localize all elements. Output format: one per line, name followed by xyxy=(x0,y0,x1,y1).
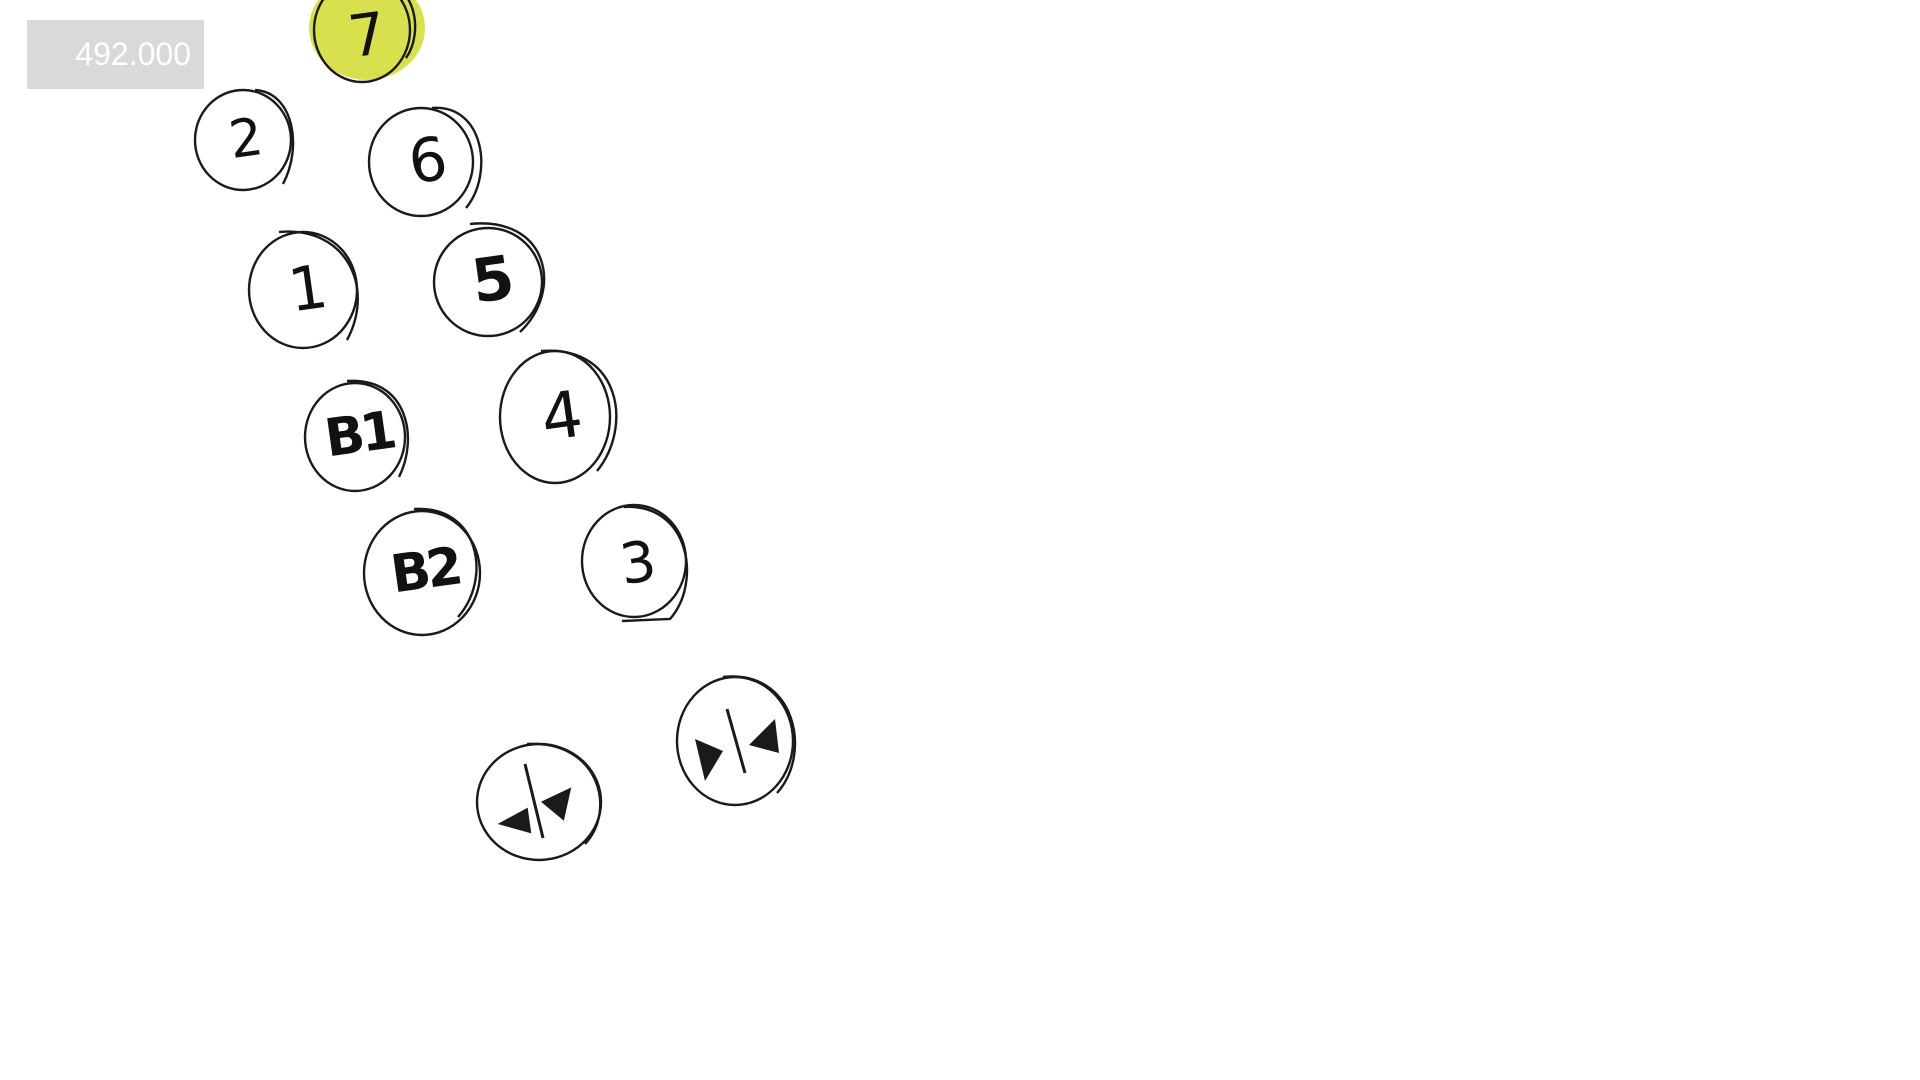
floor-3-label: 3 xyxy=(615,528,661,598)
floor-6-button[interactable]: 6 xyxy=(366,104,490,218)
floor-b1-button[interactable]: B1 xyxy=(303,377,415,493)
door-close-button[interactable] xyxy=(673,673,807,807)
floor-5-button[interactable]: 5 xyxy=(430,220,556,340)
floor-7-label: 7 xyxy=(344,0,391,72)
floor-4-button[interactable]: 4 xyxy=(497,347,627,487)
button-ring xyxy=(432,222,546,338)
button-ring xyxy=(362,507,482,637)
door-open-button[interactable] xyxy=(475,740,609,862)
floor-b2-button[interactable]: B2 xyxy=(362,505,488,637)
floor-6-label: 6 xyxy=(404,123,452,199)
floor-1-label: 1 xyxy=(284,251,332,327)
floor-3-button[interactable]: 3 xyxy=(580,503,696,623)
button-ring-lit xyxy=(309,0,425,84)
floor-2-button[interactable]: 2 xyxy=(193,86,299,192)
floor-b2-label: B2 xyxy=(387,536,463,606)
floor-1-button[interactable]: 1 xyxy=(247,228,369,350)
button-ring xyxy=(367,106,483,218)
button-ring xyxy=(247,230,359,350)
floor-b1-label: B1 xyxy=(321,400,397,470)
door-close-icon xyxy=(675,675,797,807)
floor-7-button[interactable]: 7 xyxy=(306,0,428,84)
button-ring xyxy=(580,503,689,623)
timer-readout: 492.000 xyxy=(27,20,204,89)
button-ring xyxy=(303,379,410,493)
floor-5-label: 5 xyxy=(467,242,519,318)
floor-2-label: 2 xyxy=(225,106,267,172)
button-ring xyxy=(498,349,618,485)
door-open-icon xyxy=(475,742,603,862)
button-ring xyxy=(193,88,295,192)
floor-4-label: 4 xyxy=(536,377,588,457)
